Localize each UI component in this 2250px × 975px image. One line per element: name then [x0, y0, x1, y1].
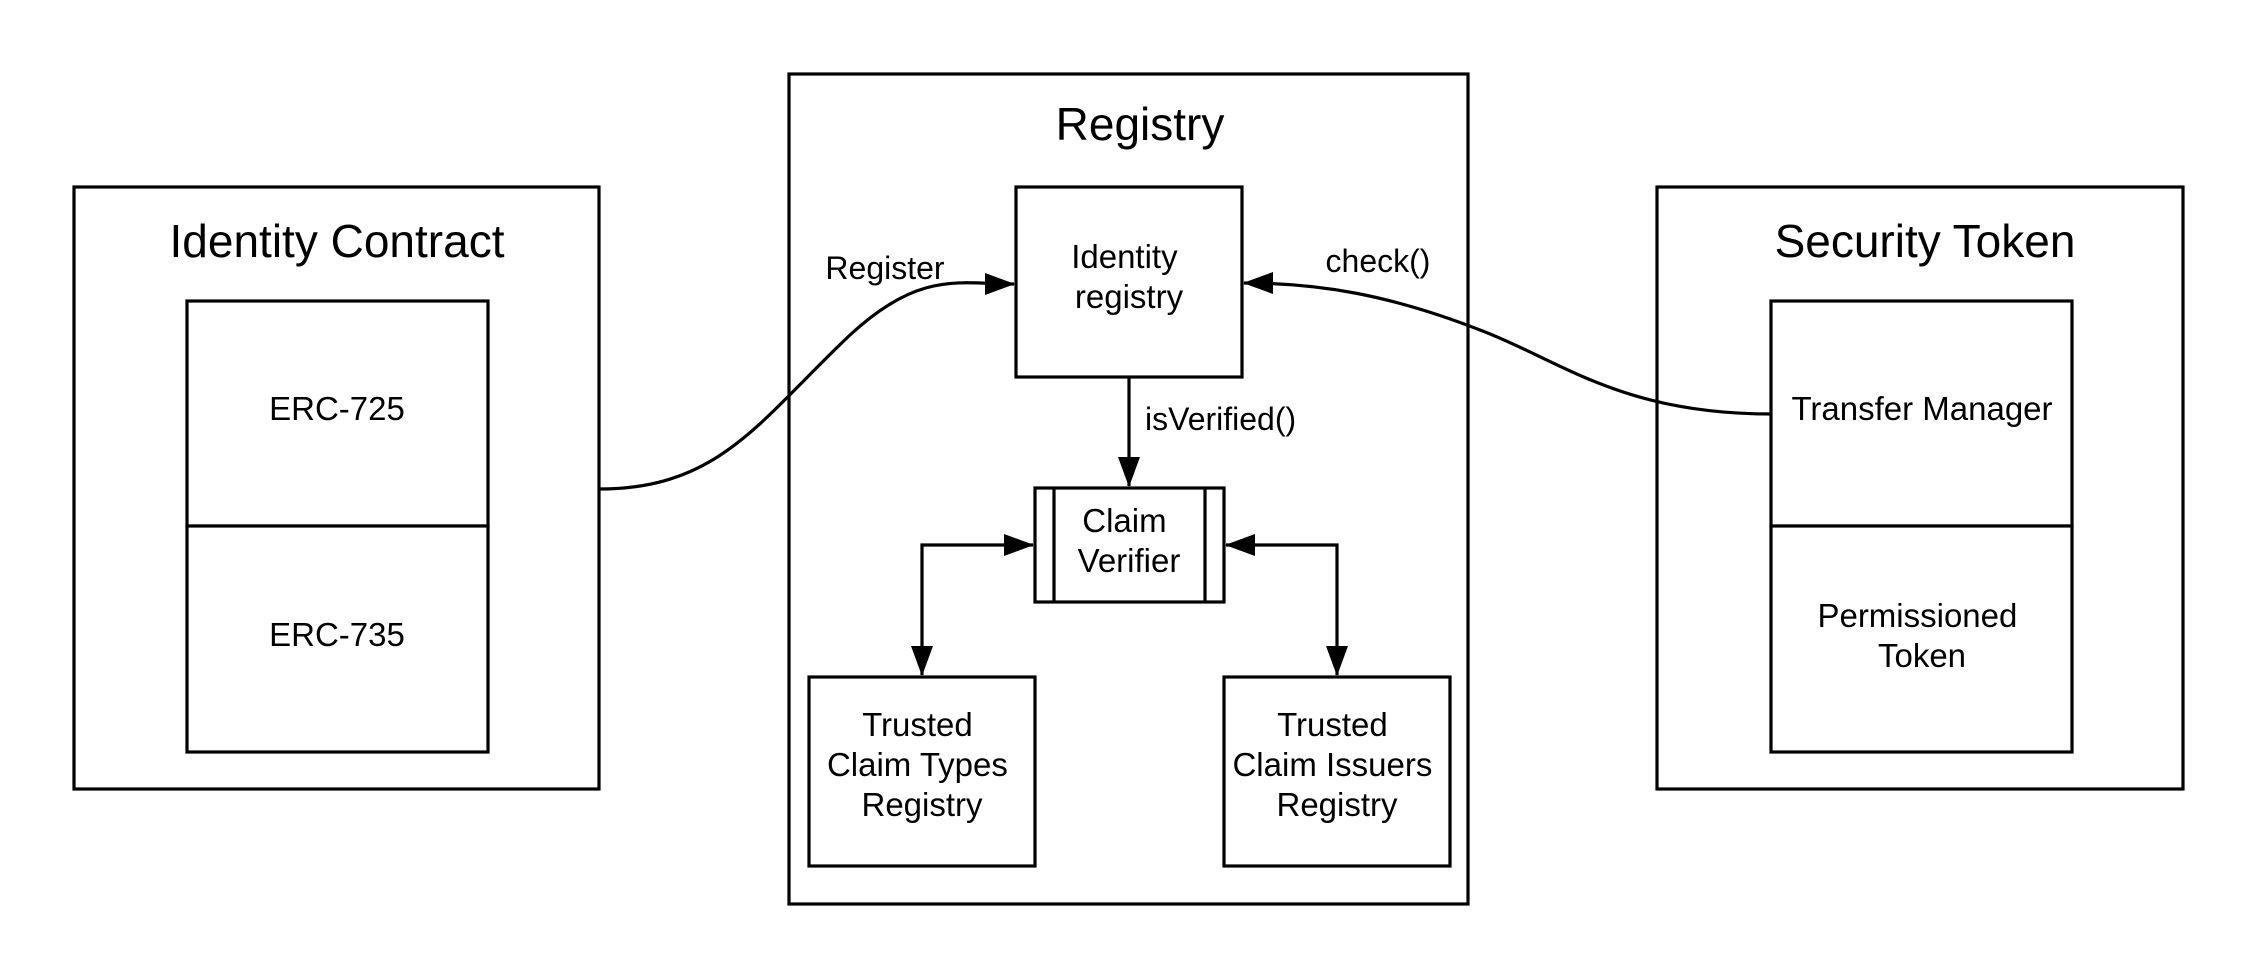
- claim-types-connector: [911, 534, 1034, 676]
- erc725-label: ERC-725: [269, 390, 405, 427]
- security-token-group: Security Token Transfer Manager Permissi…: [1655, 185, 2185, 791]
- erc735-box: [185, 524, 490, 754]
- identity-contract-title: Identity Contract: [170, 215, 505, 267]
- trusted-claim-types-line-2: Claim Types: [827, 746, 1008, 783]
- trusted-claim-types-box: [807, 675, 1037, 868]
- claim-verifier-line-2: Verifier: [1078, 542, 1181, 579]
- identity-registry-label: Identity registry: [1071, 238, 1187, 315]
- trusted-claim-issuers-line-3: Registry: [1276, 786, 1398, 823]
- trusted-claim-types-label: Trusted Claim Types Registry: [827, 706, 1017, 823]
- identity-contract-group: Identity Contract ERC-725 ERC-735: [72, 185, 601, 791]
- register-label: Register: [825, 250, 945, 286]
- trusted-claim-types-line-3: Registry: [861, 786, 983, 823]
- claim-verifier-box: [1033, 486, 1226, 604]
- trusted-claim-issuers-line-2: Claim Issuers: [1232, 746, 1432, 783]
- permissioned-token-line-1: Permissioned: [1817, 597, 2017, 634]
- security-token-title: Security Token: [1775, 215, 2076, 267]
- claim-issuers-connector: [1225, 534, 1348, 676]
- check-label: check(): [1326, 243, 1431, 279]
- identity-registry-line-2: registry: [1075, 278, 1184, 315]
- erc735-label: ERC-735: [269, 616, 405, 653]
- permissioned-token-line-2: Token: [1878, 637, 1966, 674]
- transfer-manager-label: Transfer Manager: [1791, 390, 2052, 427]
- check-connector: [1243, 272, 1772, 416]
- registry-title: Registry: [1056, 98, 1225, 150]
- claim-verifier-label: Claim Verifier: [1078, 502, 1181, 579]
- registry-group: Registry Identity registry Claim Verifie…: [787, 72, 1470, 906]
- trusted-claim-types-line-1: Trusted: [862, 706, 973, 743]
- connectors: Register check() isVerified(): [598, 243, 1772, 676]
- identity-registry-line-1: Identity: [1071, 238, 1178, 275]
- claim-verifier-line-1: Claim: [1082, 502, 1166, 539]
- permissioned-token-label: Permissioned Token: [1817, 597, 2026, 674]
- transfer-manager-box: [1769, 299, 2074, 528]
- trusted-claim-issuers-line-1: Trusted: [1277, 706, 1388, 743]
- erc725-box: [185, 299, 490, 528]
- is-verified-label: isVerified(): [1145, 401, 1296, 437]
- trusted-claim-issuers-label: Trusted Claim Issuers Registry: [1232, 706, 1441, 823]
- permissioned-token-box: [1769, 524, 2074, 754]
- register-connector: [598, 272, 1015, 491]
- trusted-claim-issuers-box: [1222, 675, 1452, 868]
